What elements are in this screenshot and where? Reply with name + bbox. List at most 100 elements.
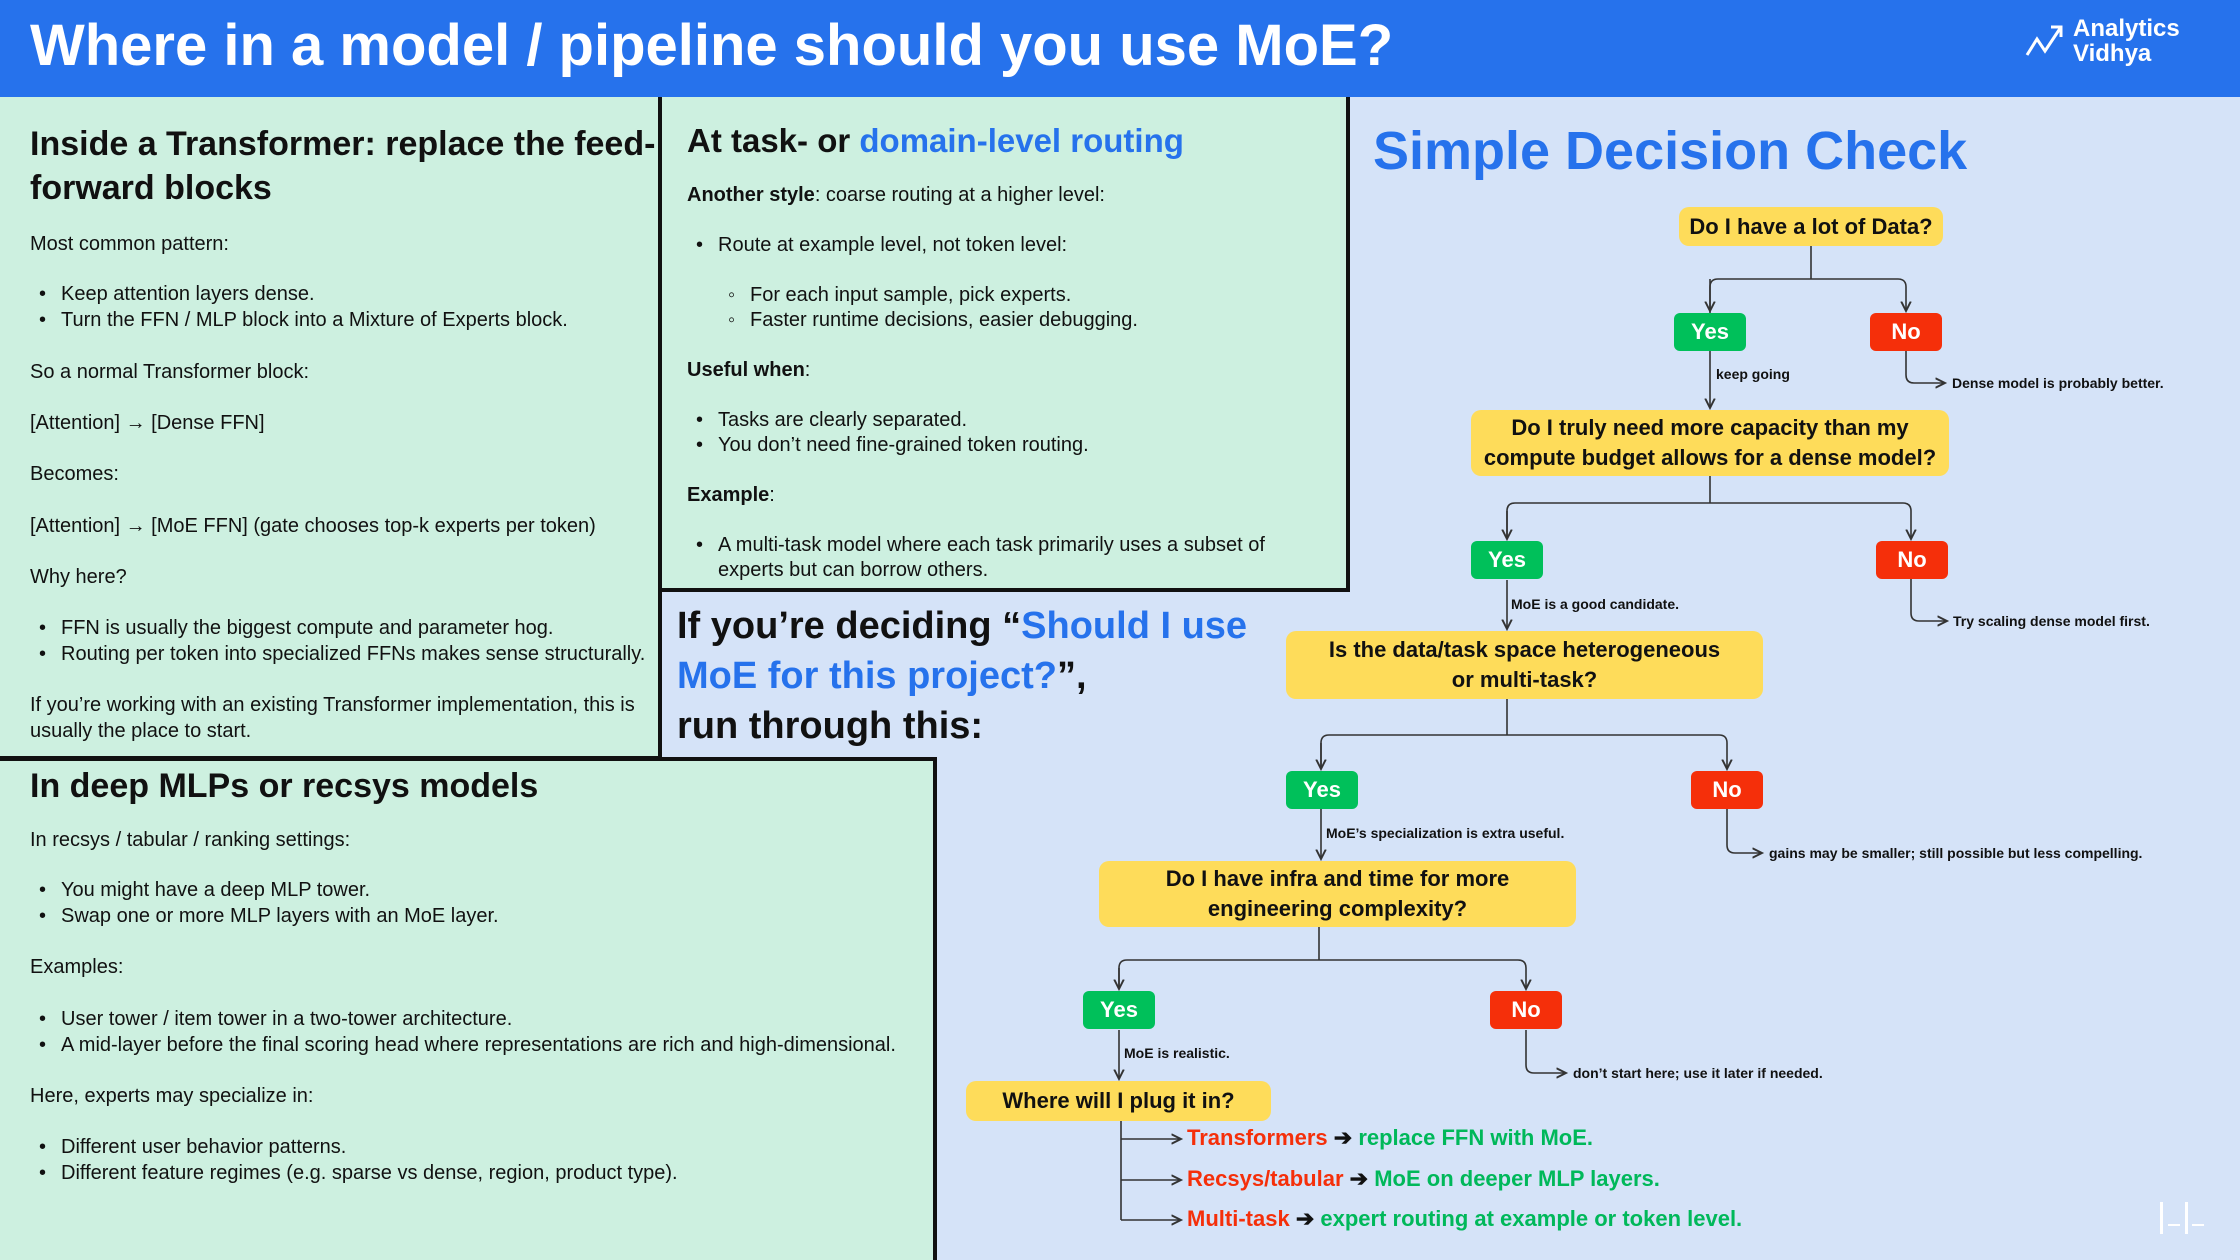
option-key: Multi-task — [1187, 1206, 1290, 1231]
text-line: Most common pattern: — [30, 233, 229, 255]
option-value: MoE on deeper MLP layers. — [1374, 1166, 1660, 1191]
page-title: Where in a model / pipeline should you u… — [30, 13, 1394, 78]
connector — [1118, 927, 1526, 989]
colon: : — [769, 484, 775, 506]
connector — [1709, 246, 1906, 313]
deciding-line-2: MoE for this project?”, — [677, 651, 1087, 701]
option-value: replace FFN with MoE. — [1358, 1125, 1594, 1150]
transformer-title-1: Inside a Transformer: replace the feed- — [30, 125, 656, 163]
option-transformers: Transformers ➔ replace FFN with MoE. — [1187, 1125, 1593, 1151]
text-line: Becomes: — [30, 463, 119, 485]
bold-label: Another style — [687, 184, 815, 206]
connector — [1525, 1030, 1566, 1073]
text-line: Another style: coarse routing at a highe… — [687, 182, 1105, 208]
bullet-item: Keep attention layers dense. — [39, 281, 314, 307]
yes-badge: Yes — [1286, 771, 1358, 809]
yes-badge: Yes — [1083, 991, 1155, 1029]
yes-badge: Yes — [1471, 541, 1543, 579]
trend-arrow-icon — [2025, 25, 2063, 56]
header: Where in a model / pipeline should you u… — [0, 0, 2240, 97]
text-line: experts but can borrow others. — [718, 559, 989, 581]
text-line: So a normal Transformer block: — [30, 361, 309, 383]
highlight: MoE for this project? — [677, 655, 1057, 697]
no-badge: No — [1876, 541, 1948, 579]
connector — [1506, 476, 1911, 539]
text-line: usually the place to start. — [30, 720, 252, 742]
bullet-item: You don’t need fine-grained token routin… — [696, 432, 1089, 458]
option-multitask: Multi-task ➔ expert routing at example o… — [1187, 1206, 1742, 1232]
arrow-icon: ➔ — [1349, 1166, 1369, 1191]
outcome-label: don’t start here; use it later if needed… — [1573, 1065, 1823, 1081]
text-line: [Attention] → [MoE FFN] (gate chooses to… — [30, 515, 596, 537]
connector — [1726, 809, 1762, 853]
task-routing-panel — [658, 97, 1350, 592]
option-key: Transformers — [1187, 1125, 1328, 1150]
arrow-icon: ➔ — [1295, 1206, 1315, 1231]
bullet-item: Routing per token into specialized FFNs … — [39, 641, 645, 667]
bold-label: Useful when — [687, 359, 805, 381]
mlp-title: In deep MLPs or recsys models — [30, 767, 539, 805]
option-key: Recsys/tabular — [1187, 1166, 1344, 1191]
option-recsys: Recsys/tabular ➔ MoE on deeper MLP layer… — [1187, 1166, 1660, 1192]
bullet-item: You might have a deep MLP tower. — [39, 877, 370, 903]
text-line: Why here? — [30, 566, 127, 588]
arrow-icon: ➔ — [1333, 1125, 1353, 1150]
text: : coarse routing at a higher level: — [814, 184, 1105, 206]
colon: : — [804, 359, 811, 381]
task-routing-title: At task- or domain-level routing — [687, 119, 1184, 163]
bullet-item: A mid-layer before the final scoring hea… — [39, 1032, 896, 1058]
text-line: [Attention] → [Dense FFN] — [30, 412, 265, 434]
yes-badge: Yes — [1674, 313, 1746, 351]
highlight: Should I use — [1021, 605, 1248, 647]
text-line: Useful when: — [687, 357, 810, 383]
question-plug-in: Where will I plug it in? — [966, 1081, 1271, 1121]
sub-bullet-item: Faster runtime decisions, easier debuggi… — [728, 307, 1138, 333]
text-line: Example: — [687, 482, 775, 508]
bullet-item: Different feature regimes (e.g. sparse v… — [39, 1160, 678, 1186]
bullet-item: User tower / item tower in a two-tower a… — [39, 1006, 512, 1032]
bullet-item: FFN is usually the biggest compute and p… — [39, 615, 554, 641]
logo-text-2: Vidhya — [2073, 40, 2152, 67]
no-badge: No — [1870, 313, 1942, 351]
outcome-label: Try scaling dense model first. — [1953, 613, 2150, 629]
watermark-icon — [2160, 1202, 2204, 1234]
outcome-label: MoE is a good candidate. — [1511, 596, 1680, 612]
deciding-line-3: run through this: — [677, 705, 984, 747]
text-line: Examples: — [30, 956, 124, 978]
outcome-label: MoE’s specialization is extra useful. — [1326, 825, 1565, 841]
bullet-item: A multi-task model where each task prima… — [696, 532, 1265, 558]
deciding-line-1: If you’re deciding “Should I use — [677, 601, 1247, 651]
text: ”, — [1057, 655, 1087, 697]
question-data: Do I have a lot of Data? — [1679, 207, 1943, 246]
connector — [1910, 579, 1947, 621]
bullet-item: Turn the FFN / MLP block into a Mixture … — [39, 307, 568, 333]
outcome-label: MoE is realistic. — [1124, 1045, 1230, 1061]
no-badge: No — [1691, 771, 1763, 809]
bullet-item: Tasks are clearly separated. — [696, 407, 967, 433]
question-capacity: Do I truly need more capacity than my co… — [1471, 410, 1949, 476]
title-part: At task- or — [687, 122, 860, 159]
bullet-item: Route at example level, not token level: — [696, 232, 1067, 258]
outcome-label: gains may be smaller; still possible but… — [1769, 845, 2143, 861]
title-highlight: domain-level routing — [859, 122, 1184, 159]
outcome-label: Dense model is probably better. — [1952, 375, 2164, 391]
text-line: If you’re working with an existing Trans… — [30, 694, 635, 716]
decision-title: Simple Decision Check — [1373, 121, 1968, 181]
option-value: expert routing at example or token level… — [1320, 1206, 1743, 1231]
connector — [1320, 699, 1727, 769]
bold-label: Example — [687, 484, 770, 506]
bullet-item: Different user behavior patterns. — [39, 1134, 346, 1160]
text: If you’re deciding “ — [677, 605, 1022, 647]
logo-text-1: Analytics — [2073, 15, 2180, 42]
connector — [1905, 350, 1945, 383]
no-badge: No — [1490, 991, 1562, 1029]
text-line: In recsys / tabular / ranking settings: — [30, 829, 351, 851]
transformer-title-2: forward blocks — [30, 169, 272, 207]
text-line: Here, experts may specialize in: — [30, 1085, 314, 1107]
bullet-item: Swap one or more MLP layers with an MoE … — [39, 903, 499, 929]
question-infra: Do I have infra and time for more engine… — [1099, 861, 1576, 927]
question-heterogeneous: Is the data/task space heterogeneous or … — [1286, 631, 1763, 699]
